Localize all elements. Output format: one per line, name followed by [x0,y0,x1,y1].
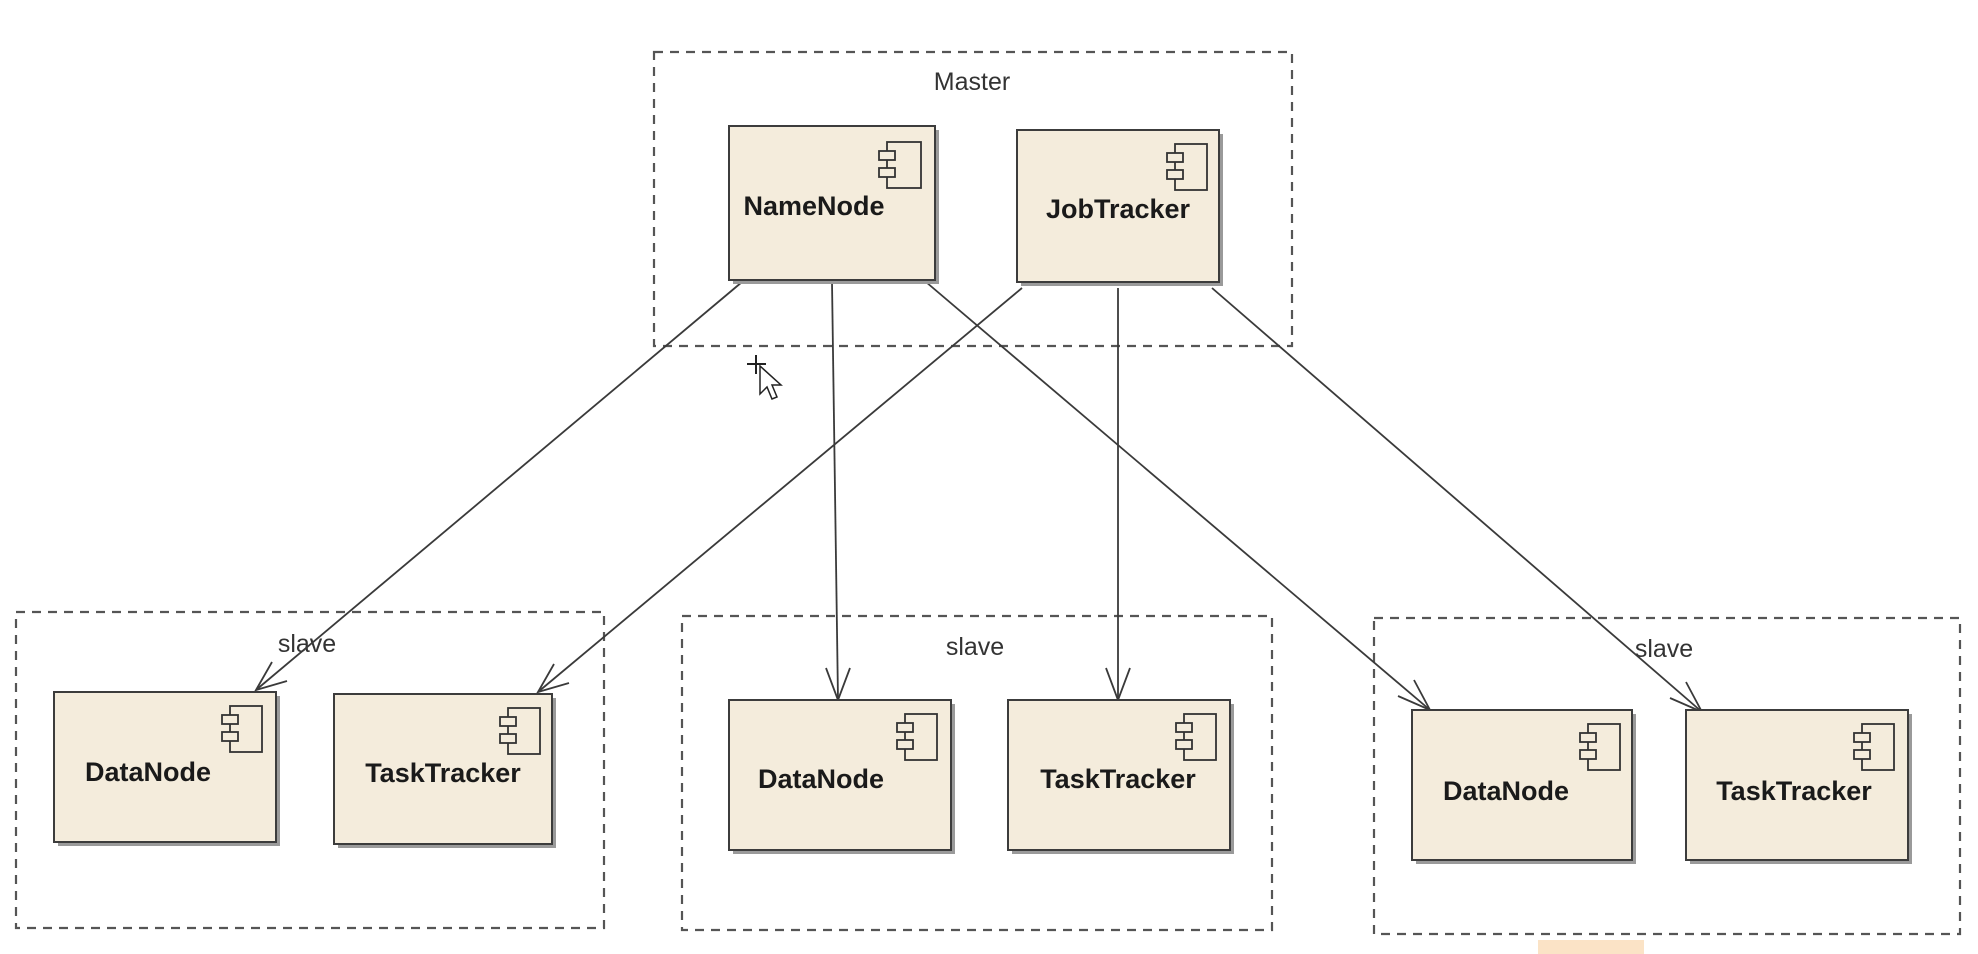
uml-component-icon [499,707,541,755]
uml-component-icon [878,141,922,189]
uml-component-icon [1853,723,1895,771]
component-namenode[interactable]: NameNode [728,125,939,284]
package-master[interactable]: Master [652,50,1294,348]
uml-component-icon [221,705,263,753]
component-label: JobTracker [1046,194,1191,224]
component-label: TaskTracker [365,758,521,788]
component-datanode-left[interactable]: DataNode [53,691,280,846]
package-slave-left-border [14,610,606,930]
component-jobtracker[interactable]: JobTracker [1016,129,1223,286]
uml-component-icon [1175,713,1217,761]
component-box [1411,709,1633,861]
package-slave-mid-label: slave [946,633,1004,661]
highlight-marker [1538,940,1644,954]
component-label: NameNode [743,191,884,221]
move-cursor-icon [747,355,783,400]
arrowhead-icon [254,661,288,692]
package-slave-right-label: slave [1635,635,1693,663]
component-datanode-right[interactable]: DataNode [1411,709,1636,864]
package-master-border [652,50,1294,348]
component-label: DataNode [1443,776,1569,806]
package-master-label: Master [934,68,1010,96]
component-tasktracker-left[interactable]: TaskTracker [333,693,556,848]
package-slave-right-border [1372,616,1962,936]
edge-namenode-datanode-right [925,281,1431,711]
component-tasktracker-mid[interactable]: TaskTracker [1007,699,1234,854]
package-slave-left[interactable]: slave [14,610,606,930]
component-label: TaskTracker [1716,776,1872,806]
package-slave-left-label: slave [278,630,336,658]
uml-component-icon [1579,723,1621,771]
uml-component-icon [1166,143,1208,191]
edge-jobtracker-tasktracker-left [537,287,1023,693]
package-slave-mid[interactable]: slave [680,614,1274,932]
component-label: TaskTracker [1040,764,1196,794]
component-label: DataNode [758,764,884,794]
edge-namenode-datanode-mid [831,281,839,701]
arrowhead-icon [536,663,570,694]
component-label: DataNode [85,757,211,787]
edge-jobtracker-tasktracker-right [1211,287,1703,713]
edge-namenode-datanode-left [255,281,743,691]
component-datanode-mid[interactable]: DataNode [728,699,955,854]
component-tasktracker-right[interactable]: TaskTracker [1685,709,1912,864]
package-slave-mid-border [680,614,1274,932]
uml-component-icon [896,713,938,761]
package-slave-right[interactable]: slave [1372,616,1962,936]
